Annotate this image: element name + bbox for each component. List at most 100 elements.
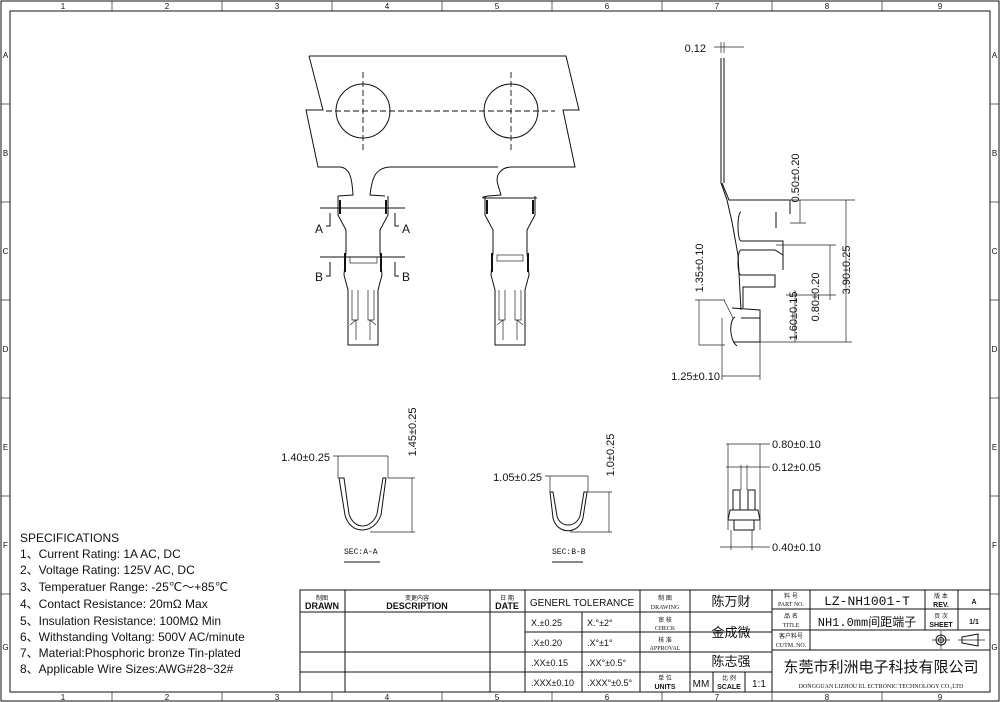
column-label: 4 xyxy=(385,693,390,702)
tolerance-angular: .XX°±0.5° xyxy=(587,658,627,668)
column-label: 5 xyxy=(495,693,500,702)
tolerance-linear: X.±0.25 xyxy=(531,618,562,628)
row-label: G xyxy=(991,643,997,652)
row-label: C xyxy=(3,247,9,256)
section-aa: 1.40±0.25 1.45±0.25 SEC:A-A xyxy=(281,408,419,563)
column-label: 2 xyxy=(165,2,170,11)
terminal-end-view: 0.80±0.10 0.12±0.05 0.40±0.10 xyxy=(720,439,821,554)
scale-cn: 比 例 xyxy=(722,674,736,682)
column-label: 8 xyxy=(825,2,830,11)
tolerance-angular: X.°±2° xyxy=(587,618,613,628)
dim-050: 0.50±0.20 xyxy=(790,154,802,203)
tolerance-linear: .XXX±0.10 xyxy=(531,678,574,688)
specifications-title: SPECIFICATIONS xyxy=(20,531,119,545)
tolerance-angular: .XXX°±0.5° xyxy=(587,678,633,688)
sheet-cn: 页 次 xyxy=(934,612,948,620)
tolerance-linear: .X±0.20 xyxy=(531,638,562,648)
dim-thickness: 0.12 xyxy=(685,43,706,55)
approval-cn: 核 准 xyxy=(658,636,672,644)
drawn-cn: 制图 xyxy=(316,594,328,602)
spec-item: 8、Applicable Wire Sizes:AWG#28~32# xyxy=(20,662,234,676)
row-label: G xyxy=(2,643,8,652)
terminal-side-view: 0.12 0.50±0.20 3.90±0.25 1.35±0.10 0.80±… xyxy=(671,42,855,383)
section-a-marker: A xyxy=(402,222,410,236)
check-en: CHECK xyxy=(655,626,676,632)
column-label: 4 xyxy=(385,2,390,11)
dim-end-c: 0.40±0.10 xyxy=(772,542,821,554)
title-cn: 品 名 xyxy=(784,612,798,620)
column-label: 7 xyxy=(715,2,720,11)
row-label: D xyxy=(3,345,9,354)
projection-symbol-icon xyxy=(932,631,985,649)
part-no-en: PART NO. xyxy=(778,602,804,608)
row-label: E xyxy=(3,443,8,452)
column-label: 2 xyxy=(165,693,170,702)
row-label: A xyxy=(992,51,998,60)
units-value: MM xyxy=(693,679,710,690)
spec-item: 6、Withstanding Voltang: 500V AC/minute xyxy=(20,630,245,644)
column-label: 1 xyxy=(61,2,66,11)
spec-item: 4、Contact Resistance: 20mΩ Max xyxy=(20,597,208,611)
row-label: D xyxy=(992,345,998,354)
dim-bb-width: 1.05±0.25 xyxy=(493,472,542,484)
column-label: 8 xyxy=(825,693,830,702)
row-label: A xyxy=(3,51,9,60)
part-no-cn: 料 号 xyxy=(784,592,798,600)
section-b-marker: B xyxy=(402,270,410,284)
dim-aa-width: 1.40±0.25 xyxy=(281,452,330,464)
section-bb: 1.05±0.25 1.0±0.25 SEC:B-B xyxy=(493,434,617,563)
dim-end-b: 0.12±0.05 xyxy=(772,462,821,474)
column-label: 6 xyxy=(605,693,610,702)
row-label: F xyxy=(992,541,997,550)
dim-135: 1.35±0.10 xyxy=(694,244,706,293)
units-en: UNITS xyxy=(655,684,676,691)
dim-160: 1.60±0.15 xyxy=(788,292,800,341)
column-label: 5 xyxy=(495,2,500,11)
column-label: 1 xyxy=(61,693,66,702)
description-cn: 变更内容 xyxy=(405,594,429,602)
drawn-en: DRAWN xyxy=(305,601,339,611)
drawing-en: DRAWING xyxy=(651,605,680,611)
dim-end-a: 0.80±0.10 xyxy=(772,439,821,451)
column-label: 9 xyxy=(938,2,943,11)
dim-125: 1.25±0.10 xyxy=(671,371,720,383)
spec-item: 5、Insulation Resistance: 100MΩ Min xyxy=(20,614,221,628)
company-name-cn: 东莞市利洲电子科技有限公司 xyxy=(783,659,978,676)
specifications: SPECIFICATIONS 1、Current Rating: 1A AC, … xyxy=(20,531,245,676)
date-cn: 日 期 xyxy=(500,594,514,602)
rev-value: A xyxy=(971,599,976,606)
title-en: TITLE xyxy=(783,623,800,629)
tolerance-angular: .X°±1° xyxy=(587,638,613,648)
check-cn: 审 核 xyxy=(658,616,672,624)
tolerance-title: GENERL TOLERANCE xyxy=(530,598,635,609)
section-bb-caption: SEC:B-B xyxy=(552,548,586,557)
scale-value: 1:1 xyxy=(752,679,766,690)
tolerance-linear: .XX±0.15 xyxy=(531,658,568,668)
spec-item: 2、Voltage Rating: 125V AC, DC xyxy=(20,563,195,577)
company-name-en: DONGGUAN LIZHOU EL ECTRONIC TECHNOLOGY C… xyxy=(799,684,964,690)
scale-en: SCALE xyxy=(717,684,741,691)
drawing-cn: 制 图 xyxy=(658,594,672,602)
units-cn: 单 位 xyxy=(658,674,672,682)
sheet-value: 1/1 xyxy=(969,619,979,626)
check-name: 金成微 xyxy=(711,625,750,640)
row-label: B xyxy=(992,149,997,158)
spec-item: 1、Current Rating: 1A AC, DC xyxy=(20,547,181,561)
dim-bb-height: 1.0±0.25 xyxy=(605,434,617,477)
date-en: DATE xyxy=(495,601,519,611)
approval-en: APPROVAL xyxy=(650,646,681,652)
column-label: 3 xyxy=(275,693,280,702)
dim-390: 3.90±0.25 xyxy=(841,246,853,295)
spec-item: 7、Material:Phosphoric bronze Tin-plated xyxy=(20,646,241,660)
part-no-value: LZ-NH1001-T xyxy=(824,594,910,609)
section-b-marker: B xyxy=(315,270,323,284)
approval-name: 陈志强 xyxy=(711,654,750,669)
sheet-en: SHEET xyxy=(929,622,953,629)
terminal-top-view: A A B B xyxy=(305,55,580,346)
column-label: 7 xyxy=(715,693,720,702)
spec-item: 3、Temperatuer Range: -25℃～+85℃ xyxy=(20,580,228,594)
column-label: 3 xyxy=(275,2,280,11)
rev-en: REV. xyxy=(933,602,949,609)
